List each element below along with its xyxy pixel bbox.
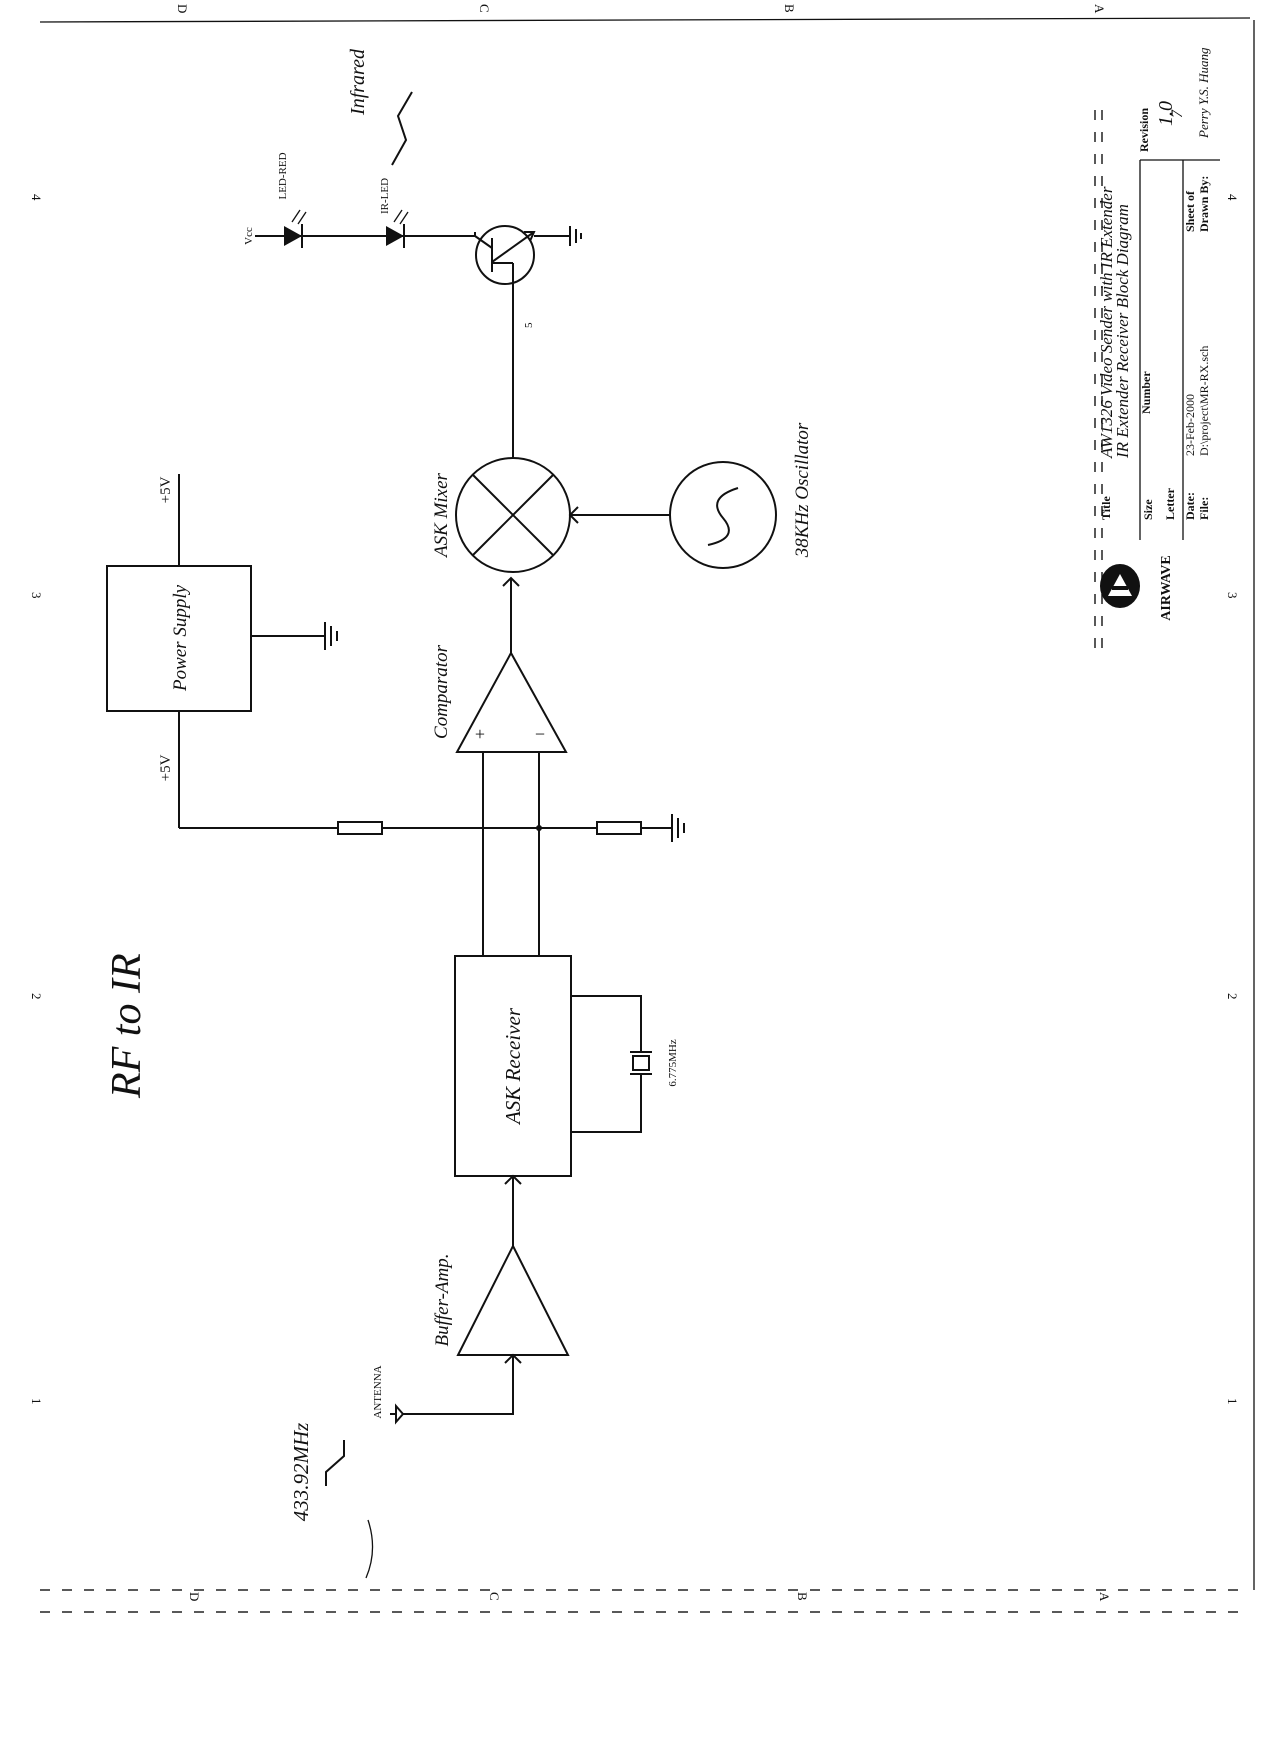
zone-top-d: D bbox=[175, 4, 190, 13]
file-label: File: bbox=[1197, 497, 1211, 520]
power-supply-label: Power Supply bbox=[170, 584, 191, 692]
ask-receiver-block: ASK Receiver 6.775MHz bbox=[454, 955, 679, 1246]
infrared-label: Infrared bbox=[347, 48, 369, 116]
size-value: Letter bbox=[1163, 487, 1177, 520]
zone-left-2: 2 bbox=[29, 993, 44, 1000]
revision-value: 1.0 bbox=[1155, 101, 1177, 126]
zone-left-3: 3 bbox=[29, 592, 44, 599]
rf-frequency-label: 433.92MHz bbox=[289, 1423, 313, 1522]
airwave-logo-icon bbox=[1100, 564, 1140, 608]
power-supply-block: Power Supply +5V +5V bbox=[106, 474, 338, 828]
sheet-border bbox=[39, 17, 1255, 1613]
sheet-value: 7 bbox=[1169, 109, 1186, 118]
ask-mixer-block: ASK Mixer bbox=[431, 290, 670, 573]
crystal-icon bbox=[630, 1040, 652, 1086]
resistor-r1 bbox=[337, 821, 383, 835]
sheet-label: Sheet of bbox=[1183, 190, 1197, 232]
title-line-1: AW1326 Video Sender with IR Extender bbox=[1097, 186, 1116, 459]
ask-mixer-label: ASK Mixer bbox=[431, 472, 452, 559]
led-chain: Vcc LED-RED IR-LED bbox=[243, 152, 475, 248]
rf-wave-icon bbox=[325, 1440, 345, 1486]
zone-top-a: A bbox=[1092, 4, 1107, 14]
comp-plus: + bbox=[475, 724, 485, 744]
rail-5v-label: +5V bbox=[158, 754, 174, 781]
zone-top-b: B bbox=[782, 4, 797, 13]
transistor-icon bbox=[474, 225, 582, 290]
zone-right-2: 2 bbox=[1225, 993, 1240, 1000]
title-block: AIRWAVE Title AW1326 Video Sender with I… bbox=[1094, 47, 1220, 660]
buffer-amp-block: Buffer-Amp. bbox=[403, 1243, 570, 1415]
zone-right-3: 3 bbox=[1225, 592, 1240, 599]
zone-left-1: 1 bbox=[29, 1398, 44, 1405]
title-label: Title bbox=[1099, 496, 1113, 520]
comparator-label: Comparator bbox=[431, 644, 452, 739]
buffer-amp-label: Buffer-Amp. bbox=[432, 1253, 453, 1346]
ir-led-icon bbox=[386, 209, 409, 248]
led-red-label: LED-RED bbox=[277, 152, 289, 199]
number-label: Number bbox=[1139, 371, 1153, 414]
zone-right-4: 4 bbox=[1225, 194, 1240, 201]
ground-icon bbox=[671, 814, 685, 842]
ask-receiver-label: ASK Receiver bbox=[501, 1007, 525, 1126]
led-red-icon bbox=[284, 209, 307, 248]
zone-right-1: 1 bbox=[1225, 1398, 1240, 1405]
revision-label: Revision bbox=[1137, 108, 1151, 152]
transistor-ref: 5 bbox=[523, 322, 535, 328]
diagram-heading: RF to IR bbox=[104, 953, 150, 1099]
antenna-label: ANTENNA bbox=[372, 1365, 384, 1418]
vcc-label: Vcc bbox=[243, 227, 255, 245]
zone-bottom-b: B bbox=[795, 1592, 810, 1601]
antenna-icon bbox=[390, 1403, 404, 1425]
ground-icon bbox=[324, 622, 338, 650]
bias-divider bbox=[179, 814, 685, 842]
file-value: D:\project\MR-RX.sch bbox=[1197, 346, 1211, 456]
oscillator-label: 38KHz Oscillator bbox=[792, 422, 813, 558]
zone-bottom-a: A bbox=[1097, 1592, 1112, 1602]
size-label: Size bbox=[1141, 499, 1155, 520]
zone-bottom-d: D bbox=[187, 1592, 202, 1601]
zone-left-4: 4 bbox=[29, 194, 44, 201]
date-label: Date: bbox=[1183, 492, 1197, 520]
comparator-block: + − Comparator bbox=[431, 576, 568, 956]
company-name: AIRWAVE bbox=[1159, 555, 1174, 620]
drawn-by-value: Perry Y.S. Huang bbox=[1196, 47, 1211, 139]
oscillator-block: 38KHz Oscillator bbox=[669, 422, 813, 569]
sine-wave-icon bbox=[707, 487, 739, 546]
zone-markers: D C B A D C B A 1 2 3 4 1 2 3 4 bbox=[29, 4, 1240, 1602]
infrared-wave-icon bbox=[391, 91, 413, 166]
crystal-label: 6.775MHz bbox=[667, 1039, 679, 1086]
title-line-2: IR Extender Receiver Block Diagram bbox=[1113, 204, 1132, 459]
rail-top-label: +5V bbox=[158, 476, 174, 503]
resistor-r2 bbox=[596, 821, 642, 835]
zone-bottom-c: C bbox=[487, 1592, 502, 1601]
date-value: 23-Feb-2000 bbox=[1183, 394, 1197, 456]
ir-led-label: IR-LED bbox=[379, 178, 391, 214]
comp-minus: − bbox=[535, 724, 545, 744]
zone-top-c: C bbox=[477, 4, 492, 13]
drawn-by-label: Drawn By: bbox=[1197, 176, 1211, 232]
